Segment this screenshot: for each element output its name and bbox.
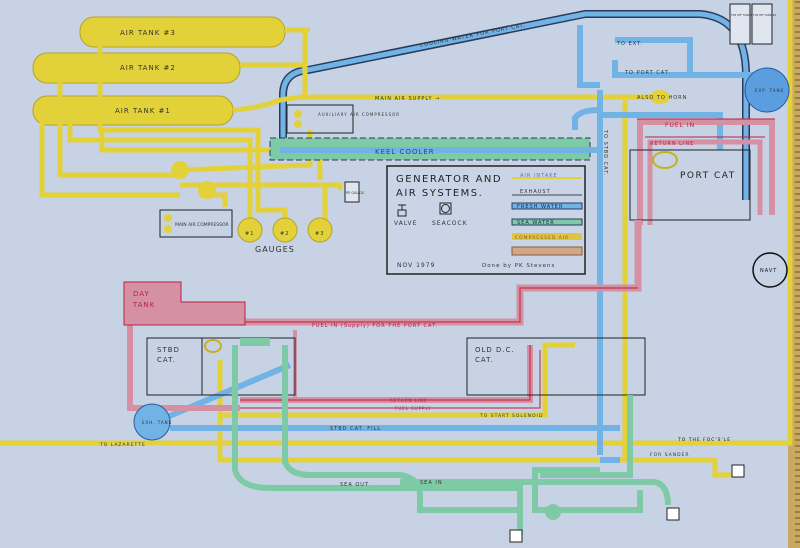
fuel-in-supply-label: FUEL IN (Supply) FOR THE PORT CAT. (312, 323, 438, 329)
day-tank: DAY TANK (123, 281, 246, 326)
svg-text:AIR TANK #1: AIR TANK #1 (115, 107, 171, 115)
svg-text:Done by PK Stevens: Done by PK Stevens (482, 263, 555, 269)
to-stbd-cat-label: TO STBD CAT. (602, 129, 608, 176)
old-dc-cat: OLD D.C. CAT. (466, 337, 646, 396)
keel-cooler: KEEL COOLER (269, 137, 600, 161)
svg-text:COMPRESSED AIR: COMPRESSED AIR (515, 235, 569, 241)
svg-text:#2: #2 (280, 231, 289, 237)
svg-text:GAUGES: GAUGES (255, 245, 295, 254)
legend: GENERATOR AND AIR SYSTEMS. VALVE SEACOCK… (386, 165, 586, 275)
top-off-tank-1: TOP OFF TANK #1 (751, 3, 777, 45)
svg-text:SEA WATER: SEA WATER (517, 220, 555, 226)
svg-text:FRESH WATER: FRESH WATER (517, 204, 563, 210)
svg-text:GENERATOR AND: GENERATOR AND (396, 174, 502, 185)
stbd-cat-fill-label: STBD CAT. FILL (330, 426, 381, 432)
fuel-supply-label: FUEL SUPPLY (395, 406, 432, 411)
svg-text:AIR TANK #3: AIR TANK #3 (120, 29, 176, 37)
exh-tank: EXH. TANK (133, 403, 172, 441)
svg-text:#1: #1 (245, 231, 254, 237)
sea-water-pipes (232, 345, 671, 535)
legend-air-intake: AIR INTAKE (512, 173, 582, 179)
svg-text:CAT.: CAT. (475, 356, 494, 364)
auxiliary-air-compressor: AUXILIARY AIR COMPRESSOR (286, 104, 400, 134)
to-start-solenoid-label: TO START SOLENOID (479, 413, 543, 419)
svg-text:AIR SYSTEMS.: AIR SYSTEMS. (396, 188, 483, 199)
horn-junction (650, 90, 670, 104)
svg-text:EXH. TANK: EXH. TANK (142, 420, 172, 425)
to-the-focsle-label: TO THE FOC'S'LE (677, 437, 731, 443)
exp-tank: EXP. TANK (744, 67, 790, 113)
seacock-icon (509, 464, 745, 543)
svg-text:OLD D.C.: OLD D.C. (475, 346, 515, 354)
sea-out-label: SEA OUT (340, 482, 369, 488)
svg-text:SEACOCK: SEACOCK (432, 220, 468, 227)
to-lazarette-label: TO LAZARETTE (99, 442, 146, 448)
air-tank-3: AIR TANK #3 (79, 16, 286, 48)
svg-text:EXP. TANK: EXP. TANK (755, 88, 784, 93)
svg-text:AIR INTAKE: AIR INTAKE (520, 173, 558, 179)
to-port-cat-label: TO PORT CAT. (624, 70, 671, 76)
svg-text:AIR TANK #2: AIR TANK #2 (120, 64, 176, 72)
gauges: #1 #2 #3 GAUGES (237, 217, 333, 254)
legend-sea-water (511, 218, 583, 226)
legend-fresh-water (511, 202, 583, 210)
air-separator (171, 161, 189, 179)
seacock-legend-icon (439, 202, 452, 215)
legend-fuel (511, 246, 583, 256)
air-separator-2 (198, 181, 216, 199)
svg-text:CAT.: CAT. (157, 356, 176, 364)
port-cat: PORT CAT (629, 118, 775, 225)
main-air-compressor: MAIN AIR COMPRESSOR (159, 209, 233, 238)
to-ext-label: TO EXT. (616, 41, 643, 47)
main-air-supply-label: MAIN AIR SUPPLY → (375, 96, 440, 102)
sea-in-label: SEA IN (420, 480, 443, 486)
svg-text:NAVT: NAVT (760, 268, 777, 274)
legend-compressed-air (512, 233, 582, 240)
svg-text:#3: #3 (315, 231, 324, 237)
svg-text:NOV 1979: NOV 1979 (397, 262, 435, 269)
fuel-in-label: FUEL IN (665, 122, 695, 129)
svg-text:TOP OFF TANK #1: TOP OFF TANK #1 (753, 13, 777, 17)
svg-text:STBD: STBD (157, 346, 180, 354)
svg-text:KEEL COOLER: KEEL COOLER (375, 148, 435, 156)
stbd-cat: STBD CAT. (146, 337, 296, 396)
compressed-air-pipes (0, 0, 793, 478)
svg-text:DAY: DAY (133, 290, 150, 298)
svg-text:TANK: TANK (132, 301, 155, 309)
svg-text:MAIN AIR COMPRESSOR: MAIN AIR COMPRESSOR (175, 222, 229, 228)
also-to-horn-label: ALSO TO HORN (637, 95, 687, 101)
valve-icon (397, 204, 407, 217)
svg-text:TOP OFF TANK #2: TOP OFF TANK #2 (731, 13, 755, 17)
legend-exhaust: EXHAUST (512, 189, 582, 196)
fuel-lines (127, 220, 642, 411)
pe-gauge-box: PE GAUGE (344, 181, 364, 203)
svg-text:AUXILIARY AIR COMPRESSOR: AUXILIARY AIR COMPRESSOR (318, 112, 400, 117)
svg-text:PORT CAT: PORT CAT (680, 171, 736, 181)
svg-text:VALVE: VALVE (394, 220, 417, 227)
svg-text:PE GAUGE: PE GAUGE (346, 191, 364, 195)
air-tank-2: AIR TANK #2 (32, 52, 241, 84)
circle-marker: NAVT (752, 252, 788, 288)
return-line-label: RETURN LINE (650, 141, 694, 147)
strainer (545, 504, 561, 520)
air-tank-1: AIR TANK #1 (32, 95, 234, 126)
return-line-lower-label: RETURN LINE (390, 398, 428, 403)
svg-text:EXHAUST: EXHAUST (520, 189, 551, 195)
for-sander-label: FOR SANDER (650, 452, 690, 458)
top-off-tank-2: TOP OFF TANK #2 (729, 3, 755, 45)
